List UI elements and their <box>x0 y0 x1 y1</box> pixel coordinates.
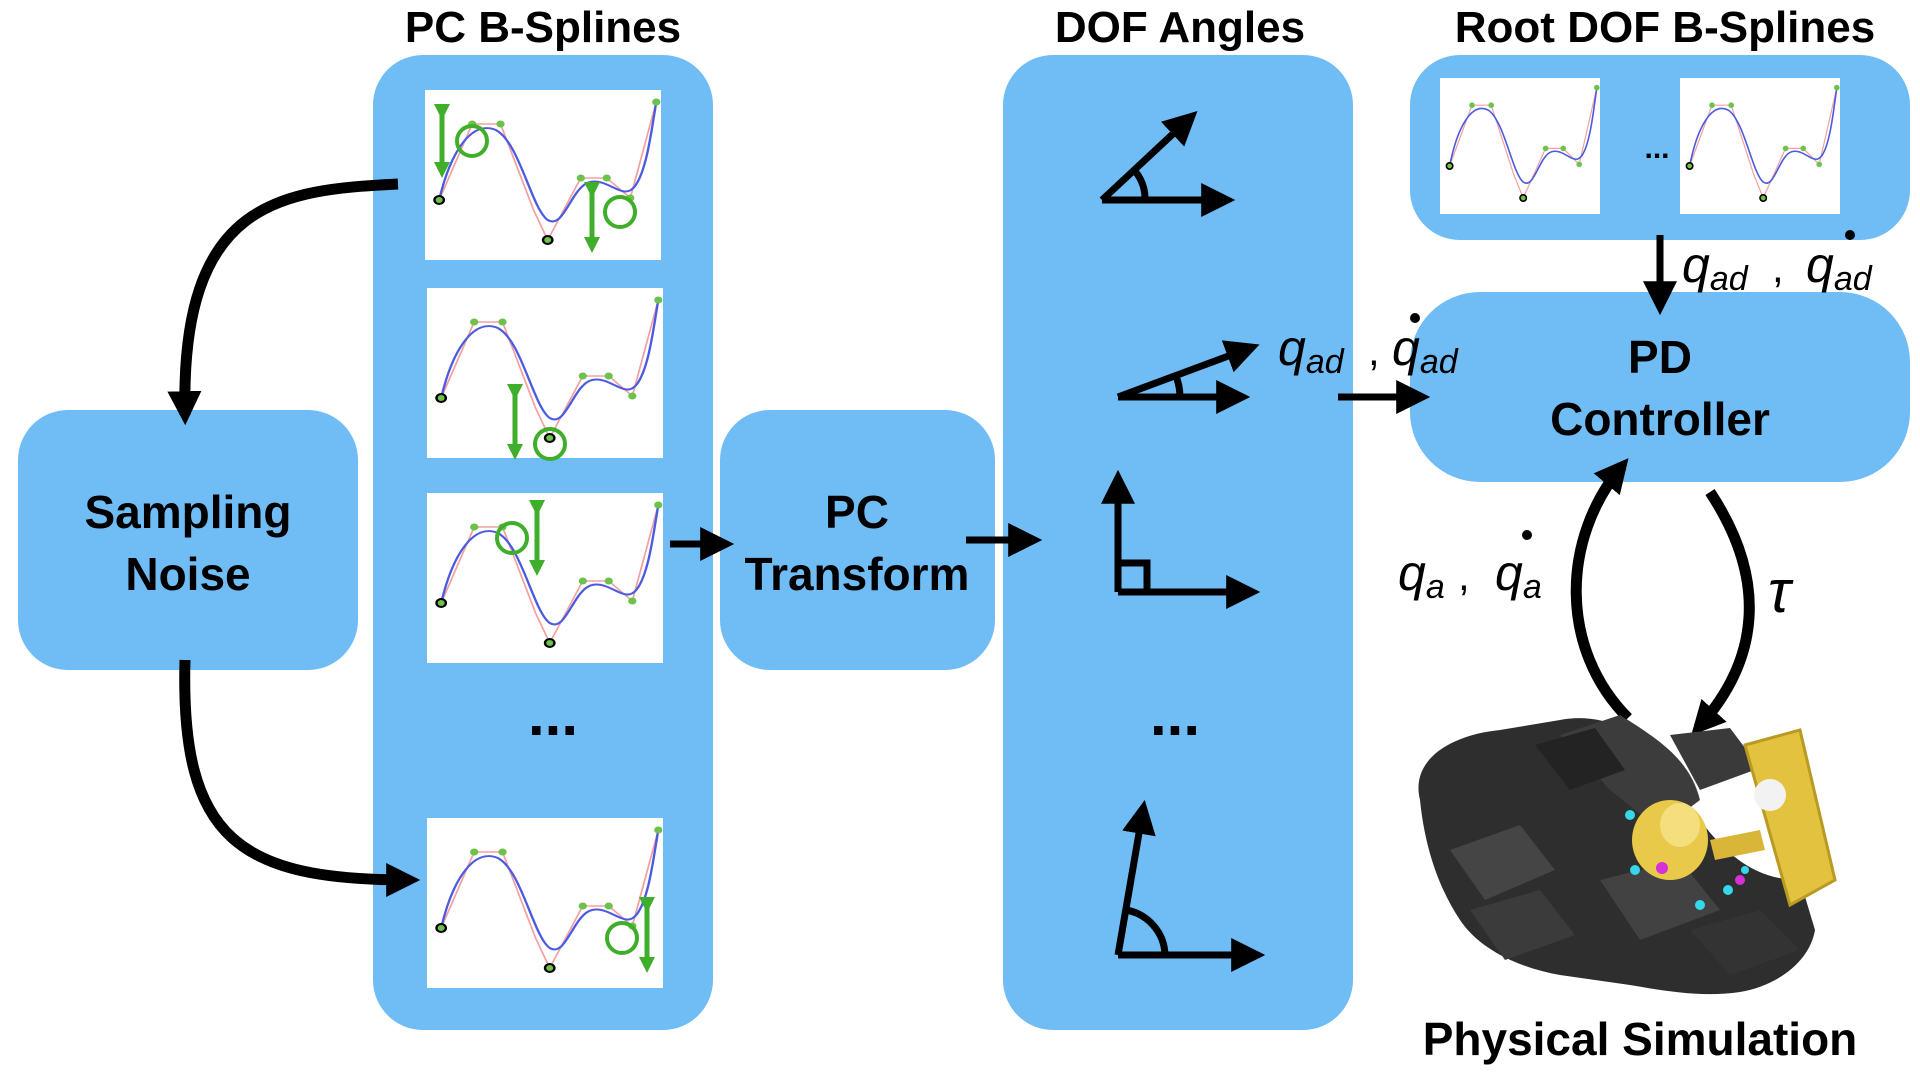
label-qad-qdotad-right: qad , qad <box>1682 230 1873 298</box>
pd-controller-label-line1: PD <box>1628 331 1692 383</box>
spline-edit-marker-2 <box>507 384 567 461</box>
sampling-noise-box <box>18 410 358 670</box>
svg-text:qad: qad <box>1806 237 1873 298</box>
dof-angle-icon-1 <box>1099 111 1236 217</box>
arrow-noise-to-last-spline <box>179 659 421 897</box>
dof-angles-ellipsis: ... <box>1150 681 1200 748</box>
arrow-pd-controller-to-simulation <box>1691 488 1755 736</box>
dof-angle-icon-2 <box>1116 340 1260 414</box>
pc-transform-label-line1: PC <box>825 486 889 538</box>
arrow-splines-to-noise <box>167 178 399 426</box>
pc-spline-plot-3 <box>425 491 665 665</box>
spline-edit-marker-1 <box>434 104 637 253</box>
pc-transform-box <box>720 410 995 670</box>
root-spline-plot-1 <box>1439 77 1601 215</box>
svg-text:qad: qad <box>1392 320 1459 381</box>
robot-hand-simulation-image <box>1418 715 1837 995</box>
title-root-dof-bsplines: Root DOF B-Splines <box>1455 3 1875 52</box>
arrow-simulation-to-pd-controller <box>1570 458 1632 722</box>
title-physical-simulation: Physical Simulation <box>1423 1013 1858 1065</box>
pd-controller-box <box>1410 292 1910 482</box>
pc-splines-ellipsis: ... <box>528 681 578 748</box>
label-qa-qdota: qa , qa <box>1398 530 1542 606</box>
label-tau: τ <box>1768 558 1794 625</box>
svg-text:,: , <box>1458 552 1470 599</box>
sampling-noise-label-line1: Sampling <box>84 486 291 538</box>
pc-transform-label-line2: Transform <box>745 548 970 600</box>
spline-edit-marker-n <box>605 897 655 973</box>
root-spline-plot-2 <box>1679 77 1841 215</box>
pc-spline-plot-2 <box>425 286 665 460</box>
svg-text:qad: qad <box>1682 237 1749 298</box>
svg-text:qa: qa <box>1495 545 1542 606</box>
pc-spline-plot-1 <box>423 88 663 262</box>
svg-text:,: , <box>1368 327 1380 374</box>
pc-spline-plot-n <box>425 816 665 990</box>
title-pc-bsplines: PC B-Splines <box>405 3 681 52</box>
root-splines-ellipsis: ... <box>1644 132 1669 165</box>
spline-edit-marker-3 <box>495 500 545 576</box>
title-dof-angles: DOF Angles <box>1055 3 1305 52</box>
sampling-noise-label-line2: Noise <box>125 548 250 600</box>
pd-controller-label-line2: Controller <box>1550 393 1770 445</box>
dof-angles-panel <box>1003 55 1353 1030</box>
svg-text:qa: qa <box>1398 545 1445 606</box>
dof-angle-icon-4 <box>1114 799 1266 972</box>
svg-text:qad: qad <box>1278 320 1345 381</box>
label-qad-qdotad-left: qad , qad <box>1278 313 1459 381</box>
svg-text:,: , <box>1772 244 1784 291</box>
dof-angle-icon-3 <box>1101 469 1261 609</box>
